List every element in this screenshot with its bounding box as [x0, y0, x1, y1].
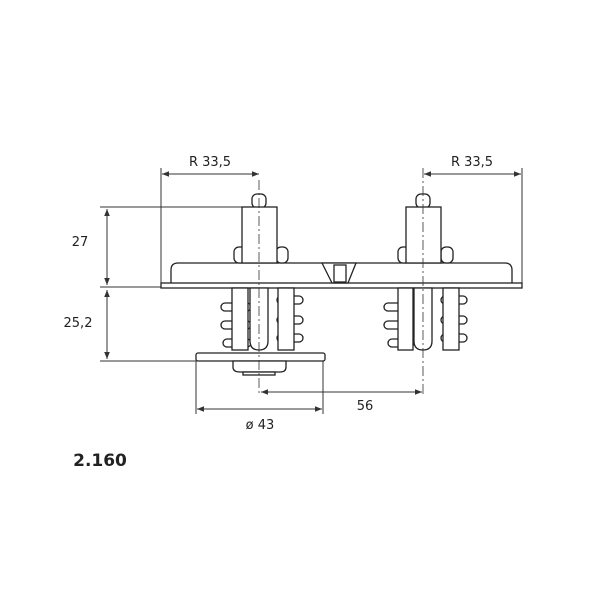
thermostat-right: [383, 168, 468, 395]
height-top-label: 27: [72, 235, 89, 250]
radius-right-label: R 33,5: [451, 155, 493, 170]
thermostat-left: [195, 180, 326, 395]
dimension-lines: [104, 171, 521, 412]
spring-left: [220, 287, 304, 351]
center-distance-label: 56: [357, 399, 374, 414]
diameter-label: ø 43: [246, 418, 275, 433]
spring-right: [383, 287, 468, 351]
valve-disc: [195, 352, 326, 362]
height-bottom-label: 25,2: [64, 316, 93, 331]
extension-lines: [100, 168, 523, 414]
part-number: 2.160: [73, 451, 127, 471]
radius-left-label: R 33,5: [189, 155, 231, 170]
flange-plate: [160, 262, 523, 289]
